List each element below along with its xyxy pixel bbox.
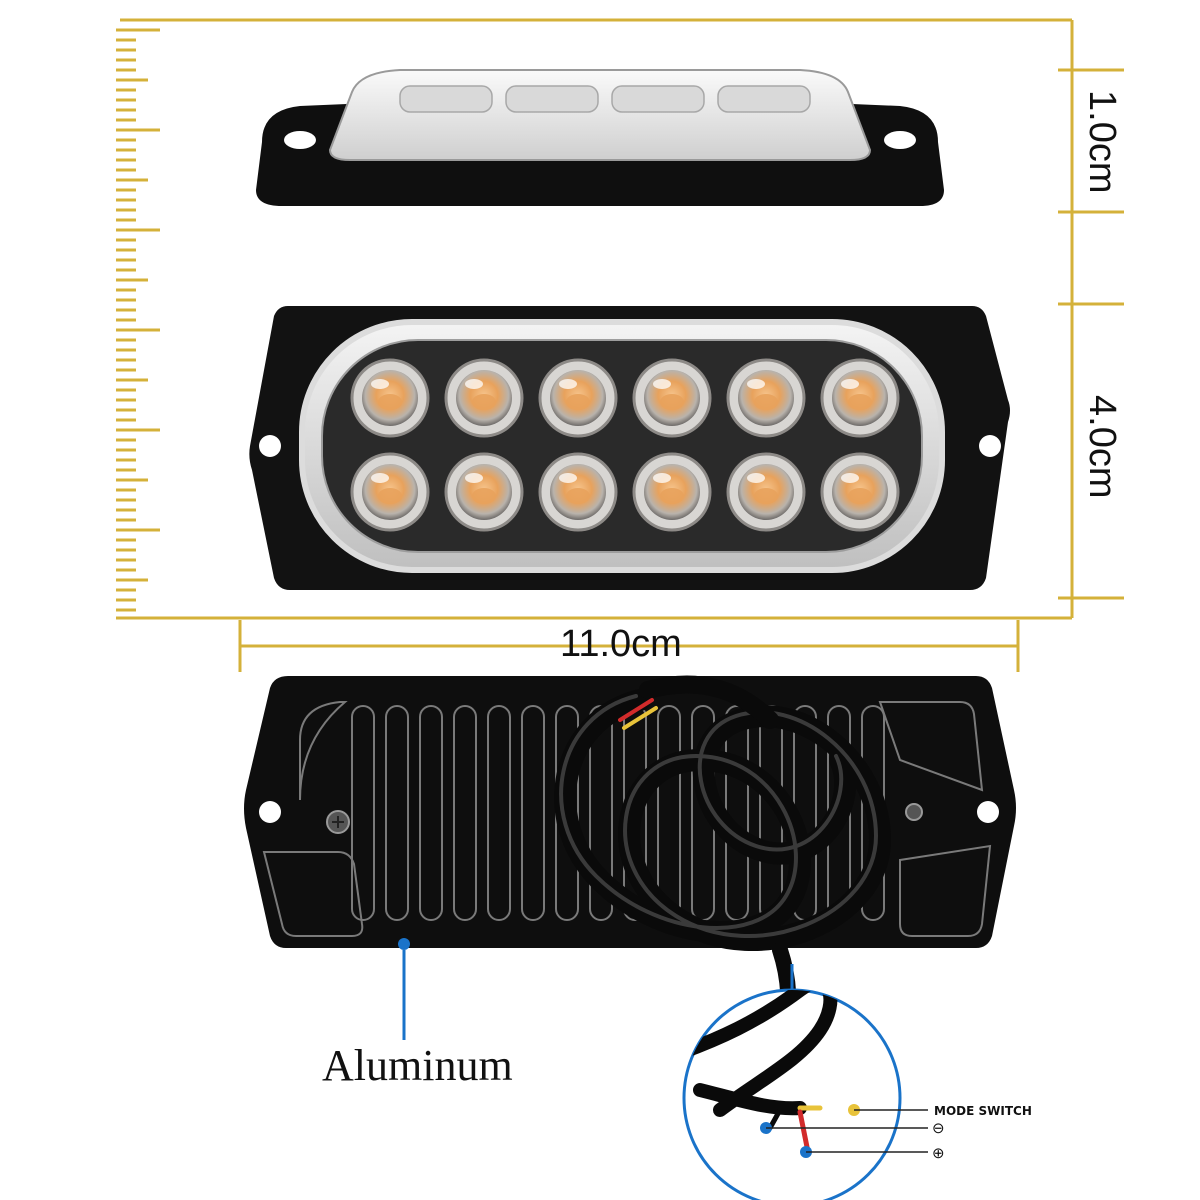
led-lens [820,358,900,438]
front-view-light [249,306,1011,590]
led-lens [444,452,524,532]
dimension-height-side: 1.0cm [1081,90,1123,193]
positive-label: ⊕ [932,1145,945,1162]
led-grid [350,358,900,532]
led-lens [632,452,712,532]
led-lens [726,358,806,438]
led-lens [726,452,806,532]
dimension-width: 11.0cm [560,623,682,665]
heatsink-fin [419,705,443,921]
wire-zoom-callout [682,964,928,1200]
led-lens [538,452,618,532]
led-lens [632,358,712,438]
led-lens [350,358,430,438]
heatsink-fin [521,705,545,921]
negative-label: ⊖ [932,1120,945,1137]
led-lens [444,358,524,438]
led-lens [350,452,430,532]
dimension-height-front: 4.0cm [1081,395,1123,498]
aluminum-label: Aluminum [322,1041,513,1090]
heatsink-fin [487,705,511,921]
dimension-frame [116,18,1124,672]
ruler-ticks [116,28,160,612]
heatsink-fin [453,705,477,921]
wire-colors-top [618,698,658,730]
aluminum-callout [398,938,410,1040]
mode-switch-label: MODE SWITCH [934,1104,1032,1118]
led-lens [538,358,618,438]
heatsink-fin [351,705,375,921]
side-view-light [256,69,944,206]
led-lens [820,452,900,532]
heatsink-fin [385,705,409,921]
